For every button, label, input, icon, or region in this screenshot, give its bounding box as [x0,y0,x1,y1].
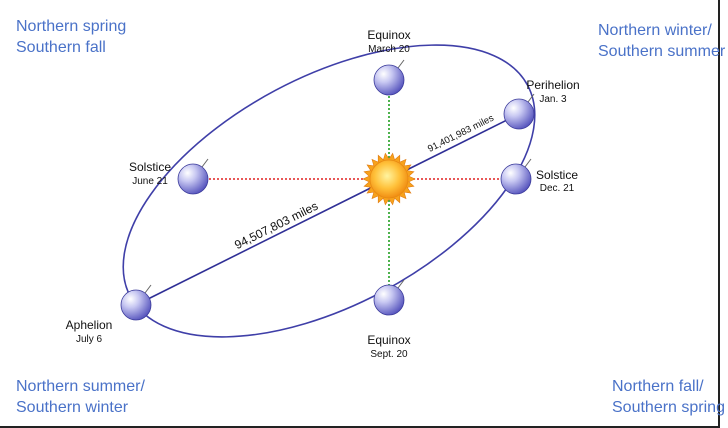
season-line: Northern spring [16,18,127,35]
season-label-top-left: Northern spring Southern fall [16,16,126,58]
aphelion-name: Aphelion [66,318,113,332]
aphelion-distance-label: 94,507,803 miles [232,199,320,252]
perihelion-distance-label: 91,401,983 miles [426,113,496,155]
season-line: Southern fall [16,39,106,56]
orbit-path [122,44,536,338]
major-axis-line [135,113,520,306]
season-label-top-right: Northern winter/ Southern summer [598,20,725,62]
earth-solstice-dec [500,158,532,195]
season-line: Northern fall/ [612,378,704,395]
season-line: Southern summer [598,43,726,60]
season-line: Southern spring [612,399,725,416]
solstice-dec-name: Solstice [536,168,578,182]
solstice-june-date: June 21 [132,176,168,187]
equinox-sept-name: Equinox [367,333,410,347]
equinox-march-name: Equinox [367,28,410,42]
earth-equinox-march [373,59,405,96]
sun-icon [362,152,416,206]
aphelion-date: July 6 [76,334,103,345]
season-label-bottom-left: Northern summer/ Southern winter [16,376,145,418]
perihelion-name: Perihelion [526,78,579,92]
season-line: Northern winter/ [598,22,712,39]
solstice-dec-date: Dec. 21 [540,183,575,194]
season-label-bottom-right: Northern fall/ Southern spring [612,376,725,418]
equinox-march-date: March 20 [368,44,410,55]
earth-solstice-june [177,158,209,195]
equinox-sept-date: Sept. 20 [370,349,408,360]
earth-perihelion [503,93,535,130]
solstice-june-name: Solstice [129,160,171,174]
season-line: Northern summer/ [16,378,145,395]
season-line: Southern winter [16,399,129,416]
perihelion-date: Jan. 3 [539,94,567,105]
earth-aphelion [120,284,152,321]
sun-disc [369,159,409,199]
earth-equinox-sept [373,279,405,316]
